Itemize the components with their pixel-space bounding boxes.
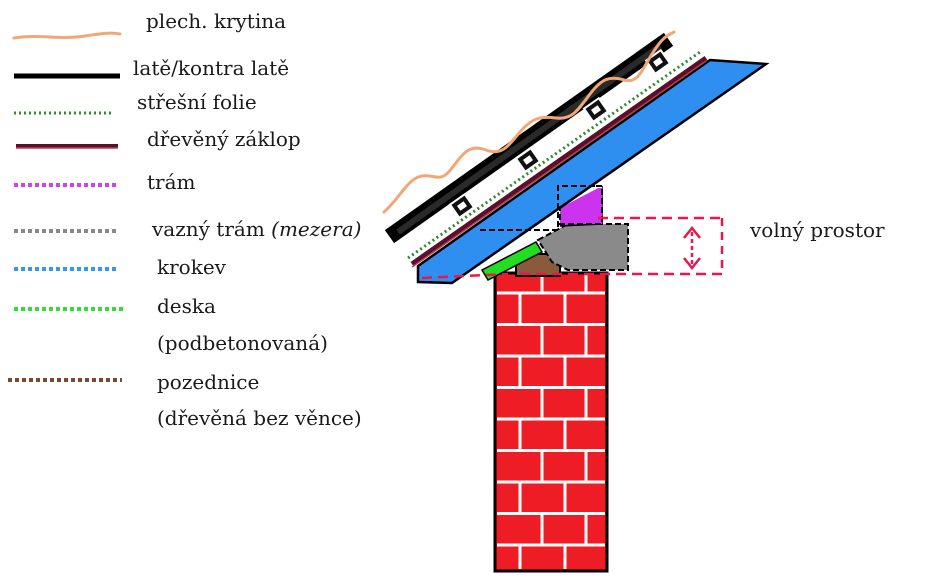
folie-layer xyxy=(407,50,701,260)
legend-label-deska-line2: (podbetonovaná) xyxy=(157,331,328,355)
lath-highlight xyxy=(653,57,663,67)
lath xyxy=(644,48,672,76)
zaklop-layer xyxy=(410,55,708,267)
lath xyxy=(514,146,542,174)
legend xyxy=(8,31,124,382)
brick-mortar xyxy=(497,275,605,569)
legend-label-pozednice-line2: (dřevěná bez věnce) xyxy=(157,406,362,430)
legend-label-zaklop: dřevěný záklop xyxy=(147,127,301,151)
plech-krytina xyxy=(382,30,676,214)
lath xyxy=(582,96,610,124)
free-space-label: volný prostor xyxy=(749,218,885,242)
legend-label-plech: plech. krytina xyxy=(146,9,286,33)
free-space-arrow-up xyxy=(683,225,701,239)
free-space-annotation: volný prostor xyxy=(421,216,885,280)
free-space-line-slope xyxy=(421,272,509,280)
legend-label-vazny-main: vazný trám xyxy=(151,217,265,241)
lath-highlight xyxy=(523,155,533,165)
legend-labels: plech. krytina latě/kontra latě střešní … xyxy=(133,9,362,430)
legend-label-folie: střešní folie xyxy=(137,90,257,114)
legend-label-deska: deska xyxy=(157,294,216,318)
legend-label-krokev: krokev xyxy=(157,255,227,279)
legend-label-late: latě/kontra latě xyxy=(133,56,289,80)
brick-wall xyxy=(493,271,609,573)
deska-strip xyxy=(480,241,544,281)
free-space-arrow-down xyxy=(683,257,701,271)
zaklop-layer-hl xyxy=(411,60,707,268)
lath-highlight xyxy=(457,201,467,211)
legend-label-vazny: vazný trám (mezera) xyxy=(151,217,361,241)
legend-label-tram: trám xyxy=(147,170,196,194)
laths xyxy=(448,48,672,220)
brick-wall-body xyxy=(493,271,609,573)
lath xyxy=(448,192,476,220)
legend-label-pozednice: pozednice xyxy=(157,370,259,394)
vazny-tram-block xyxy=(536,223,629,271)
legend-label-vazny-note: (mezera) xyxy=(271,217,361,241)
krokev-rafter xyxy=(416,58,770,285)
legend-swatch-plech xyxy=(12,31,122,40)
tram-dashed-outline xyxy=(480,185,602,231)
lath-highlight xyxy=(591,105,601,115)
